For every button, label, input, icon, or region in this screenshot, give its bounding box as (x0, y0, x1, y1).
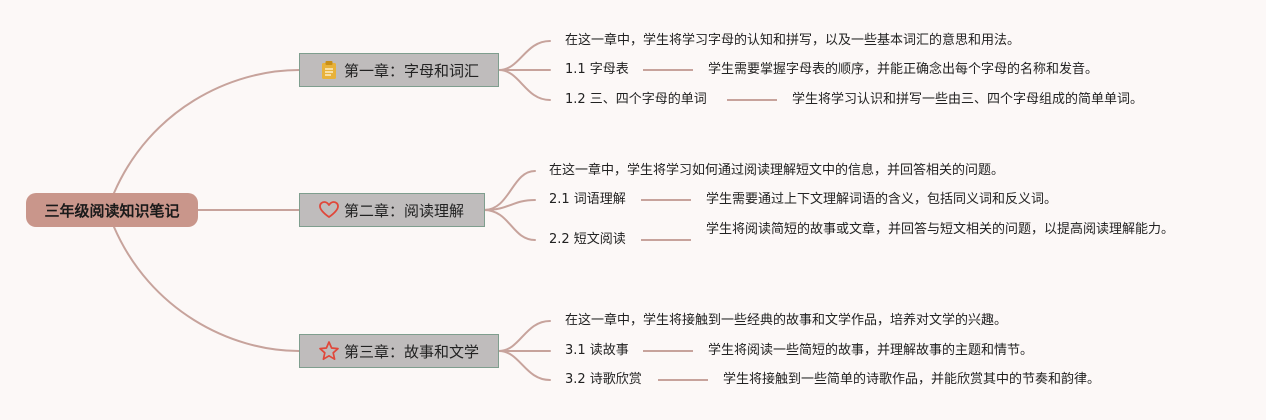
connector-ch3-intro (498, 320, 551, 352)
root-label: 三年级阅读知识笔记 (44, 201, 180, 220)
section-3-1-desc: 学生将阅读一些简短的故事，并理解故事的主题和情节。 (708, 343, 1034, 358)
section-1-2-label[interactable]: 1.2 三、四个字母的单词 (565, 92, 707, 107)
chapter-title: 第三章：故事和文学 (344, 342, 480, 361)
chapter-title: 第二章：阅读理解 (344, 201, 465, 220)
connector-ch2-s2 (483, 209, 536, 241)
section-1-1-desc: 学生需要掌握字母表的顺序，并能正确念出每个字母的名称和发音。 (708, 62, 1099, 77)
section-2-1-label[interactable]: 2.1 词语理解 (549, 192, 626, 207)
connector-root-ch3 (113, 226, 300, 352)
root-node[interactable]: 三年级阅读知识笔记 (26, 193, 198, 227)
connector-root-ch1 (113, 69, 300, 194)
chapter-title: 第一章：字母和词汇 (344, 61, 480, 80)
section-1-2-desc: 学生将学习认识和拼写一些由三、四个字母组成的简单单词。 (792, 92, 1144, 107)
chapter-1-intro: 在这一章中，学生将学习字母的认知和拼写，以及一些基本词汇的意思和用法。 (565, 33, 1021, 48)
section-3-2-label[interactable]: 3.2 诗歌欣赏 (565, 372, 642, 387)
section-2-2-label[interactable]: 2.2 短文阅读 (549, 232, 626, 247)
connector-ch2-intro (483, 170, 536, 211)
chapter-2-intro: 在这一章中，学生将学习如何通过阅读理解短文中的信息，并回答相关的问题。 (549, 163, 1005, 178)
section-3-2-desc: 学生将接触到一些简单的诗歌作品，并能欣赏其中的节奏和韵律。 (723, 372, 1101, 387)
section-2-2-desc: 学生将阅读简短的故事或文章，并回答与短文相关的问题，以提高阅读理解能力。 (706, 222, 1175, 237)
connector-ch3-s2 (498, 350, 551, 381)
clipboard-icon (318, 59, 340, 81)
section-3-1-label[interactable]: 3.1 读故事 (565, 343, 629, 358)
chapter-3-intro: 在这一章中，学生将接触到一些经典的故事和文学作品，培养对文学的兴趣。 (565, 313, 1008, 328)
connector-ch1-s2 (498, 69, 551, 101)
star-icon (318, 340, 340, 362)
chapter-node-2[interactable]: 第二章：阅读理解 (299, 193, 485, 227)
connector-ch1-intro (498, 40, 551, 71)
section-1-1-label[interactable]: 1.1 字母表 (565, 62, 629, 77)
chapter-node-1[interactable]: 第一章：字母和词汇 (299, 53, 499, 87)
section-2-1-desc: 学生需要通过上下文理解词语的含义，包括同义词和反义词。 (706, 192, 1058, 207)
heart-icon (318, 199, 340, 221)
chapter-node-3[interactable]: 第三章：故事和文学 (299, 334, 499, 368)
